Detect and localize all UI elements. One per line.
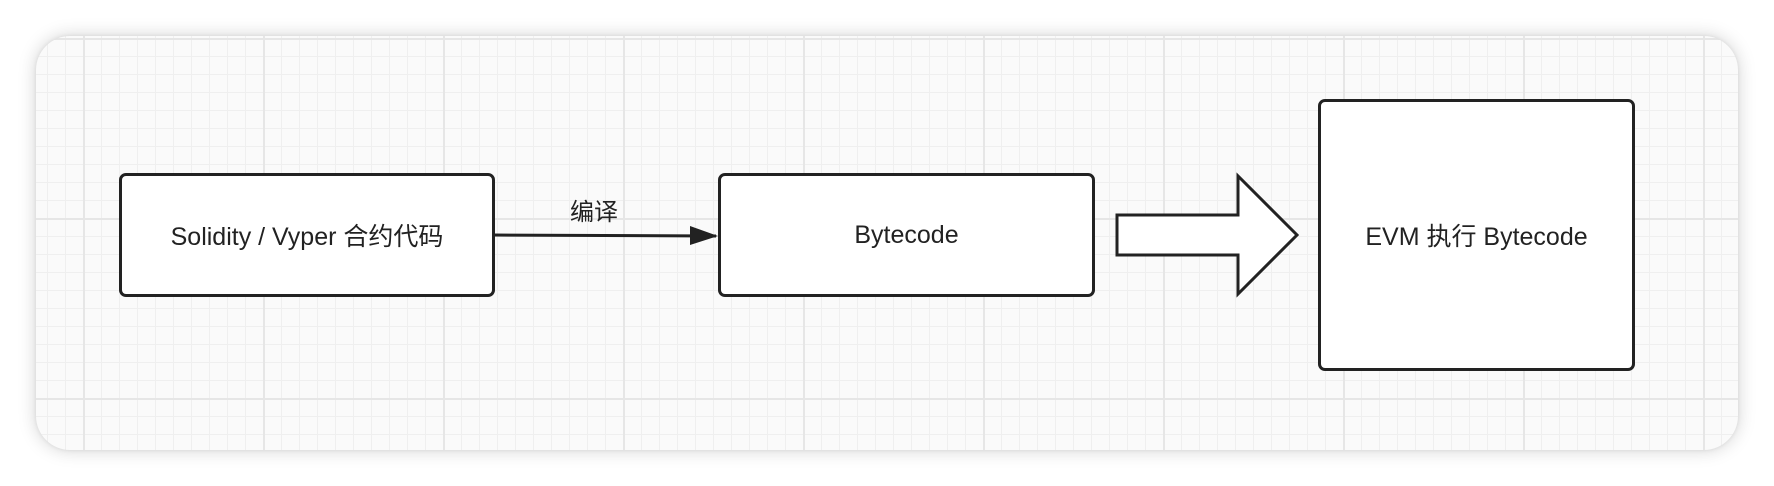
compile-arrow [492,233,717,238]
bytecode-node: Bytecode [718,173,1095,297]
evm-execute-node: EVM 执行 Bytecode [1318,99,1635,371]
source-code-node: Solidity / Vyper 合约代码 [119,173,495,297]
execute-block-arrow [1115,172,1300,298]
bytecode-label: Bytecode [854,220,959,249]
source-code-label: Solidity / Vyper 合约代码 [170,223,444,251]
compile-arrowhead [690,226,718,245]
evm-execute-label: EVM 执行 Bytecode [1365,223,1588,251]
compile-label: 编译 [570,199,618,226]
